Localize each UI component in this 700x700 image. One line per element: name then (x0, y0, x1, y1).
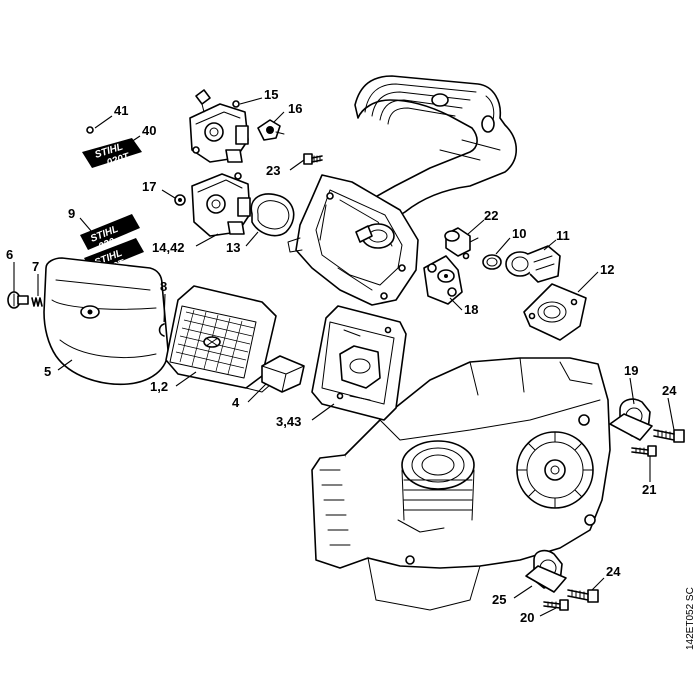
part-15-carburetor (189, 89, 249, 163)
part-6-screw (7, 291, 29, 309)
part-12-flange (523, 283, 587, 341)
callout-8: 8 (160, 279, 167, 294)
part-21-screw (631, 445, 657, 457)
part-18-bracket (423, 252, 470, 305)
callout-9: 9 (68, 206, 75, 221)
callout-6: 6 (6, 247, 13, 262)
part-4-foam (261, 355, 305, 393)
callout-16: 16 (288, 101, 302, 116)
carburetor-box (287, 174, 419, 306)
callout-14-42: 14,42 (152, 240, 185, 255)
part-40-model-plate: STIHL 020T (82, 138, 142, 169)
part-16-fitting (257, 119, 285, 141)
part-5-filter-cover (43, 257, 169, 386)
callout-22: 22 (484, 208, 498, 223)
part-25-av-mount (525, 549, 567, 593)
callout-13: 13 (226, 240, 240, 255)
callout-4: 4 (232, 395, 240, 410)
callout-18: 18 (464, 302, 478, 317)
callout-17: 17 (142, 179, 156, 194)
callout-labels: 41 40 15 16 23 17 9 14,42 13 22 10 11 12… (6, 87, 677, 625)
part-20-screw (543, 599, 569, 611)
rear-handle (354, 75, 518, 223)
part-3-filter-base (311, 305, 407, 421)
callout-3-43: 3,43 (276, 414, 301, 429)
callout-25: 25 (492, 592, 506, 607)
callout-20: 20 (520, 610, 534, 625)
callout-12: 12 (600, 262, 614, 277)
part-24-screw-top (653, 429, 685, 443)
part-22-damper (444, 227, 479, 257)
leader-lines (13, 97, 675, 617)
engine-crankcase (311, 357, 611, 611)
callout-10: 10 (512, 226, 526, 241)
callout-15: 15 (264, 87, 278, 102)
callout-24-top: 24 (662, 383, 677, 398)
callout-11: 11 (556, 228, 570, 243)
part-7-spring (31, 297, 43, 307)
part-11-intake-manifold (505, 245, 561, 283)
callout-7: 7 (32, 259, 39, 274)
callout-40: 40 (142, 123, 156, 138)
part-19-av-mount (609, 398, 653, 441)
callout-1-2: 1,2 (150, 379, 168, 394)
part-17-grommet (174, 194, 186, 206)
part-23-screw (303, 153, 323, 165)
part-1-air-filter (165, 285, 279, 393)
callout-41: 41 (114, 103, 128, 118)
part-8-clip (158, 323, 165, 337)
drawing-code: 142ET052 SC (685, 587, 696, 650)
callout-19: 19 (624, 363, 638, 378)
callout-23: 23 (266, 163, 280, 178)
part-24-screw-bottom (567, 589, 599, 603)
part-13-gasket (250, 193, 295, 237)
callout-24-bottom: 24 (606, 564, 621, 579)
part-10-o-ring (482, 254, 502, 270)
part-14-carburetor (191, 172, 251, 237)
callout-21: 21 (642, 482, 656, 497)
callout-5: 5 (44, 364, 51, 379)
part-41-pin (86, 126, 94, 134)
